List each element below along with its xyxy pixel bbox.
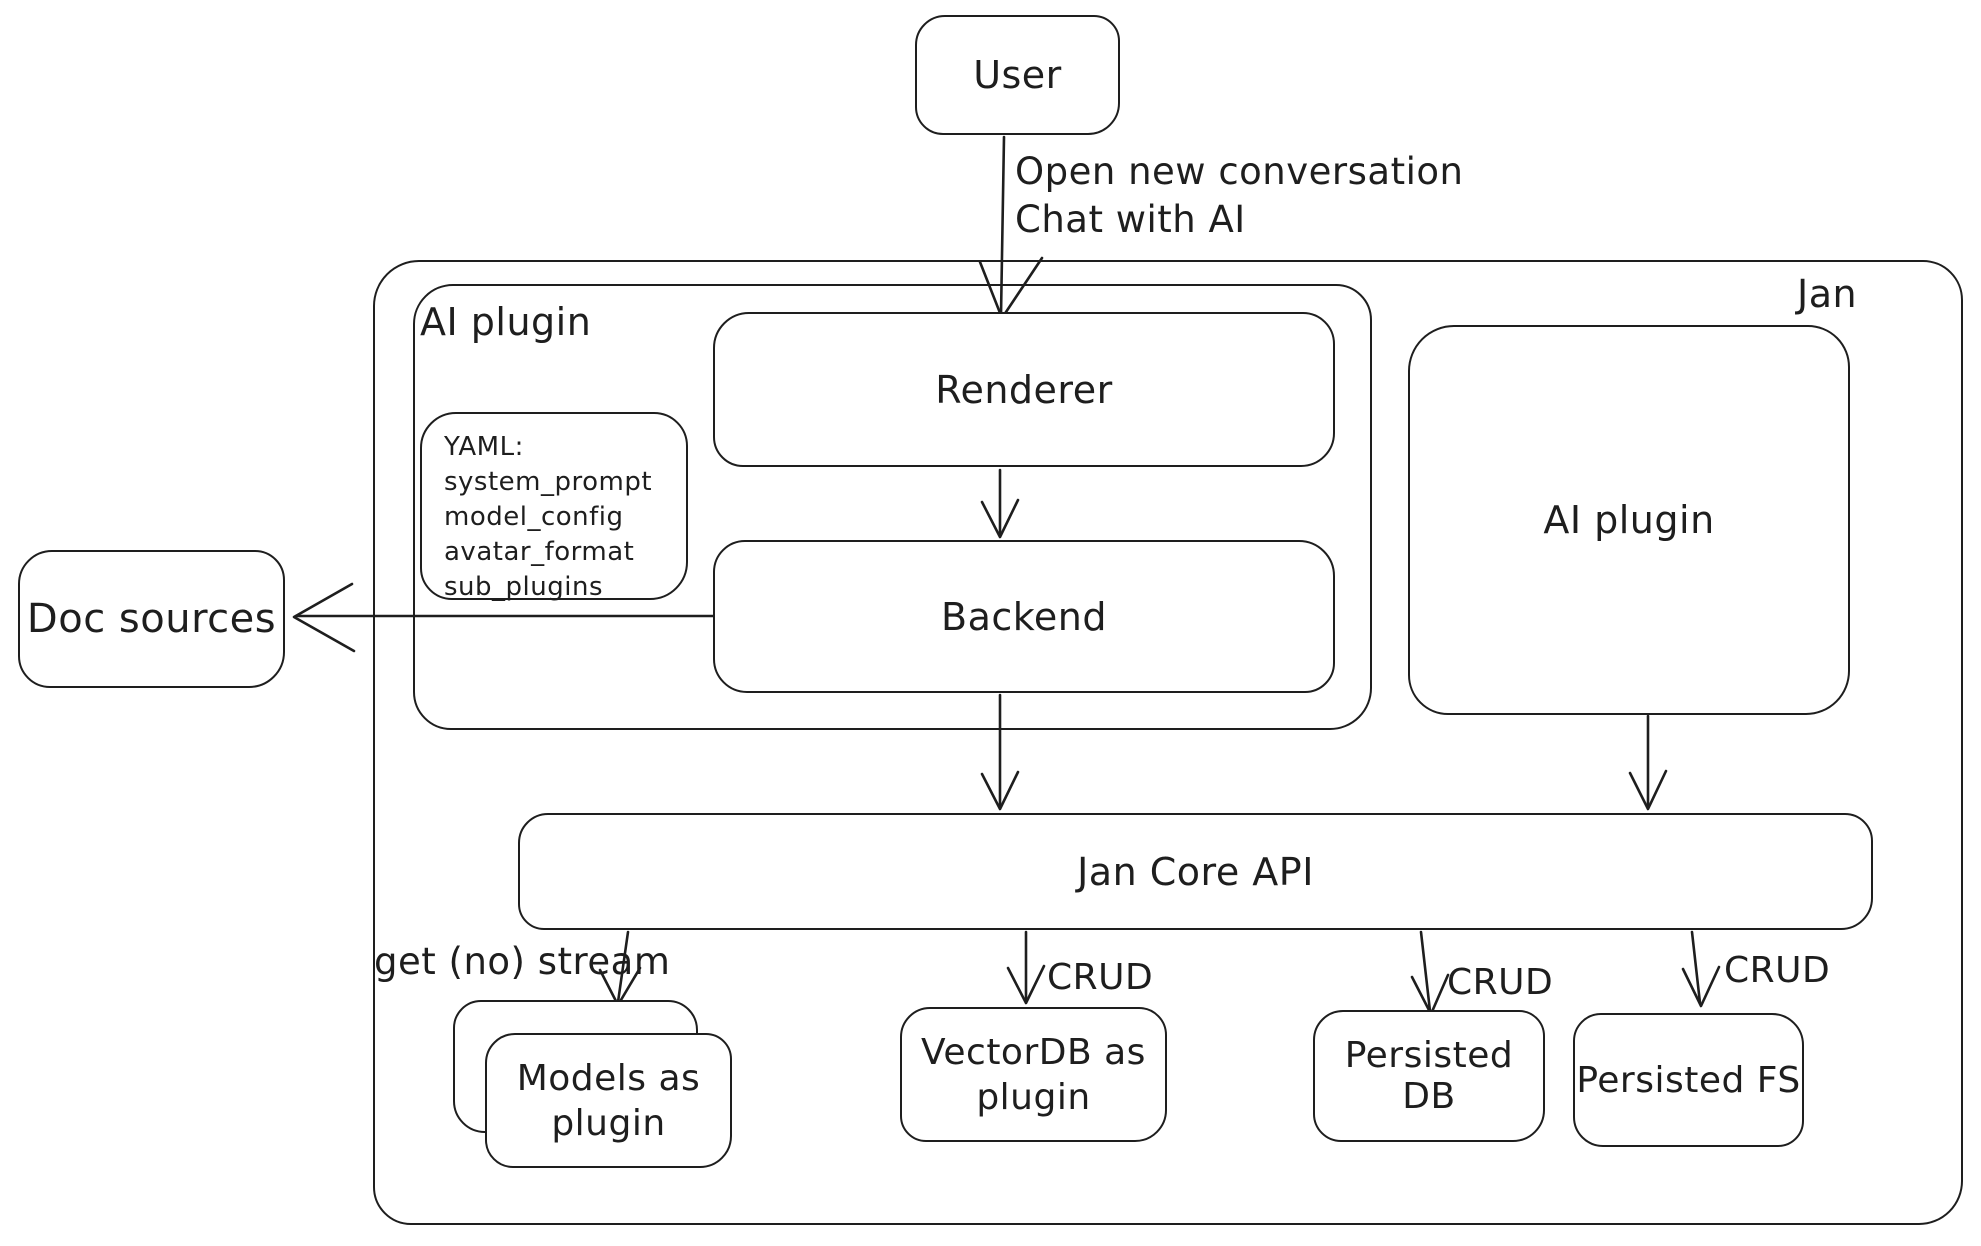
jan-container [373, 260, 1963, 1225]
node-vectordb-as-plugin-label: VectorDB as plugin [921, 1031, 1146, 1118]
node-persisted-fs-label: Persisted FS [1576, 1059, 1801, 1101]
ai-plugin-container-label: AI plugin [420, 300, 592, 344]
jan-container-label: Jan [1797, 272, 1858, 316]
edge-label-crud-persisted-db: CRUD [1447, 962, 1554, 1003]
node-renderer-label: Renderer [935, 367, 1113, 412]
edge-label-crud-persisted-fs: CRUD [1724, 950, 1831, 991]
node-backend-label: Backend [941, 594, 1107, 639]
ai-plugin-container [413, 284, 1372, 730]
edge-label-crud-vectordb: CRUD [1047, 957, 1154, 998]
node-models-as-plugin: Models as plugin [485, 1033, 732, 1168]
node-ai-plugin: AI plugin [1408, 325, 1850, 715]
node-persisted-db: Persisted DB [1313, 1010, 1545, 1142]
node-jan-core-api: Jan Core API [518, 813, 1873, 930]
node-ai-plugin-label: AI plugin [1543, 498, 1715, 542]
node-user-label: User [973, 53, 1062, 97]
node-models-as-plugin-label: Models as plugin [516, 1057, 701, 1144]
node-persisted-fs: Persisted FS [1573, 1013, 1804, 1147]
yaml-note-text: YAML: system_prompt model_config avatar_… [444, 432, 653, 603]
node-doc-sources: Doc sources [18, 550, 285, 688]
node-vectordb-as-plugin: VectorDB as plugin [900, 1007, 1167, 1142]
node-user: User [915, 15, 1120, 135]
node-doc-sources-label: Doc sources [26, 596, 277, 642]
node-yaml-note: YAML: system_prompt model_config avatar_… [420, 412, 688, 602]
edge-label-open-conversation: Open new conversation Chat with AI [1015, 150, 1464, 242]
edge-label-get-no-stream: get (no) stream [374, 940, 671, 983]
node-jan-core-api-label: Jan Core API [1077, 849, 1314, 894]
node-persisted-db-label: Persisted DB [1344, 1035, 1514, 1117]
node-backend: Backend [713, 540, 1335, 693]
node-renderer: Renderer [713, 312, 1335, 467]
